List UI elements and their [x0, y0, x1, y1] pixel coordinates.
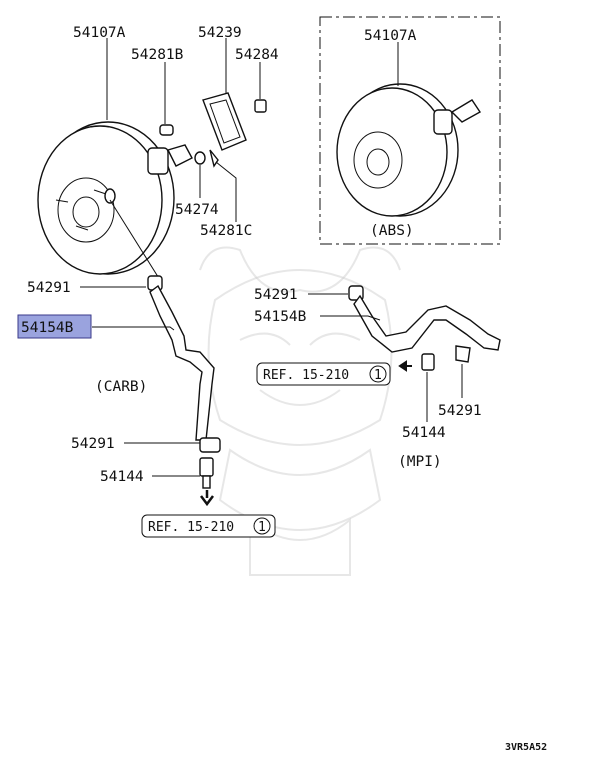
gasket-54239 [202, 92, 247, 151]
label-clip-mpi-top[interactable]: 54291 [254, 287, 298, 303]
brake-booster-abs [336, 83, 482, 217]
ref-num-carb: 1 [258, 520, 266, 535]
label-booster-main[interactable]: 54107A [73, 25, 126, 41]
label-gasket[interactable]: 54239 [198, 25, 242, 41]
ref-box-carb[interactable] [141, 514, 276, 538]
label-clip-carb-top[interactable]: 54291 [27, 280, 71, 296]
label-booster-abs[interactable]: 54107A [364, 28, 417, 44]
ref-text-mpi[interactable]: REF. 15-210 [263, 368, 349, 383]
pin-54281b [159, 124, 174, 136]
hose-mpi-assembly [348, 285, 501, 372]
ref-text-carb[interactable]: REF. 15-210 [148, 520, 234, 535]
label-nut[interactable]: 54284 [235, 47, 279, 63]
ref-num-mpi: 1 [374, 368, 382, 383]
hose-carb-assembly [109, 199, 221, 507]
ref-num-circle-mpi [369, 365, 387, 383]
ref-box-mpi[interactable] [256, 362, 391, 386]
label-valve-carb[interactable]: 54144 [100, 469, 144, 485]
brake-booster-main [37, 121, 193, 275]
label-pin-c[interactable]: 54281C [200, 223, 252, 239]
label-clip-carb-bottom[interactable]: 54291 [71, 436, 115, 452]
clevis-54274 [194, 149, 219, 168]
nut-54284 [254, 99, 267, 113]
abs-note: (ABS) [370, 223, 414, 239]
carb-note: (CARB) [95, 379, 147, 395]
label-clip-mpi-right[interactable]: 54291 [438, 403, 482, 419]
label-clevis[interactable]: 54274 [175, 202, 219, 218]
label-valve-mpi[interactable]: 54144 [402, 425, 446, 441]
highlight-box [17, 314, 92, 339]
mpi-note: (MPI) [398, 454, 442, 470]
label-hose-mpi[interactable]: 54154B [254, 309, 307, 325]
ref-num-circle-carb [253, 517, 271, 535]
label-hose-carb[interactable]: 54154B [21, 320, 74, 336]
label-pin-b[interactable]: 54281B [131, 47, 184, 63]
diagram-code: 3VR5A52 [505, 742, 547, 753]
abs-box [319, 16, 501, 245]
